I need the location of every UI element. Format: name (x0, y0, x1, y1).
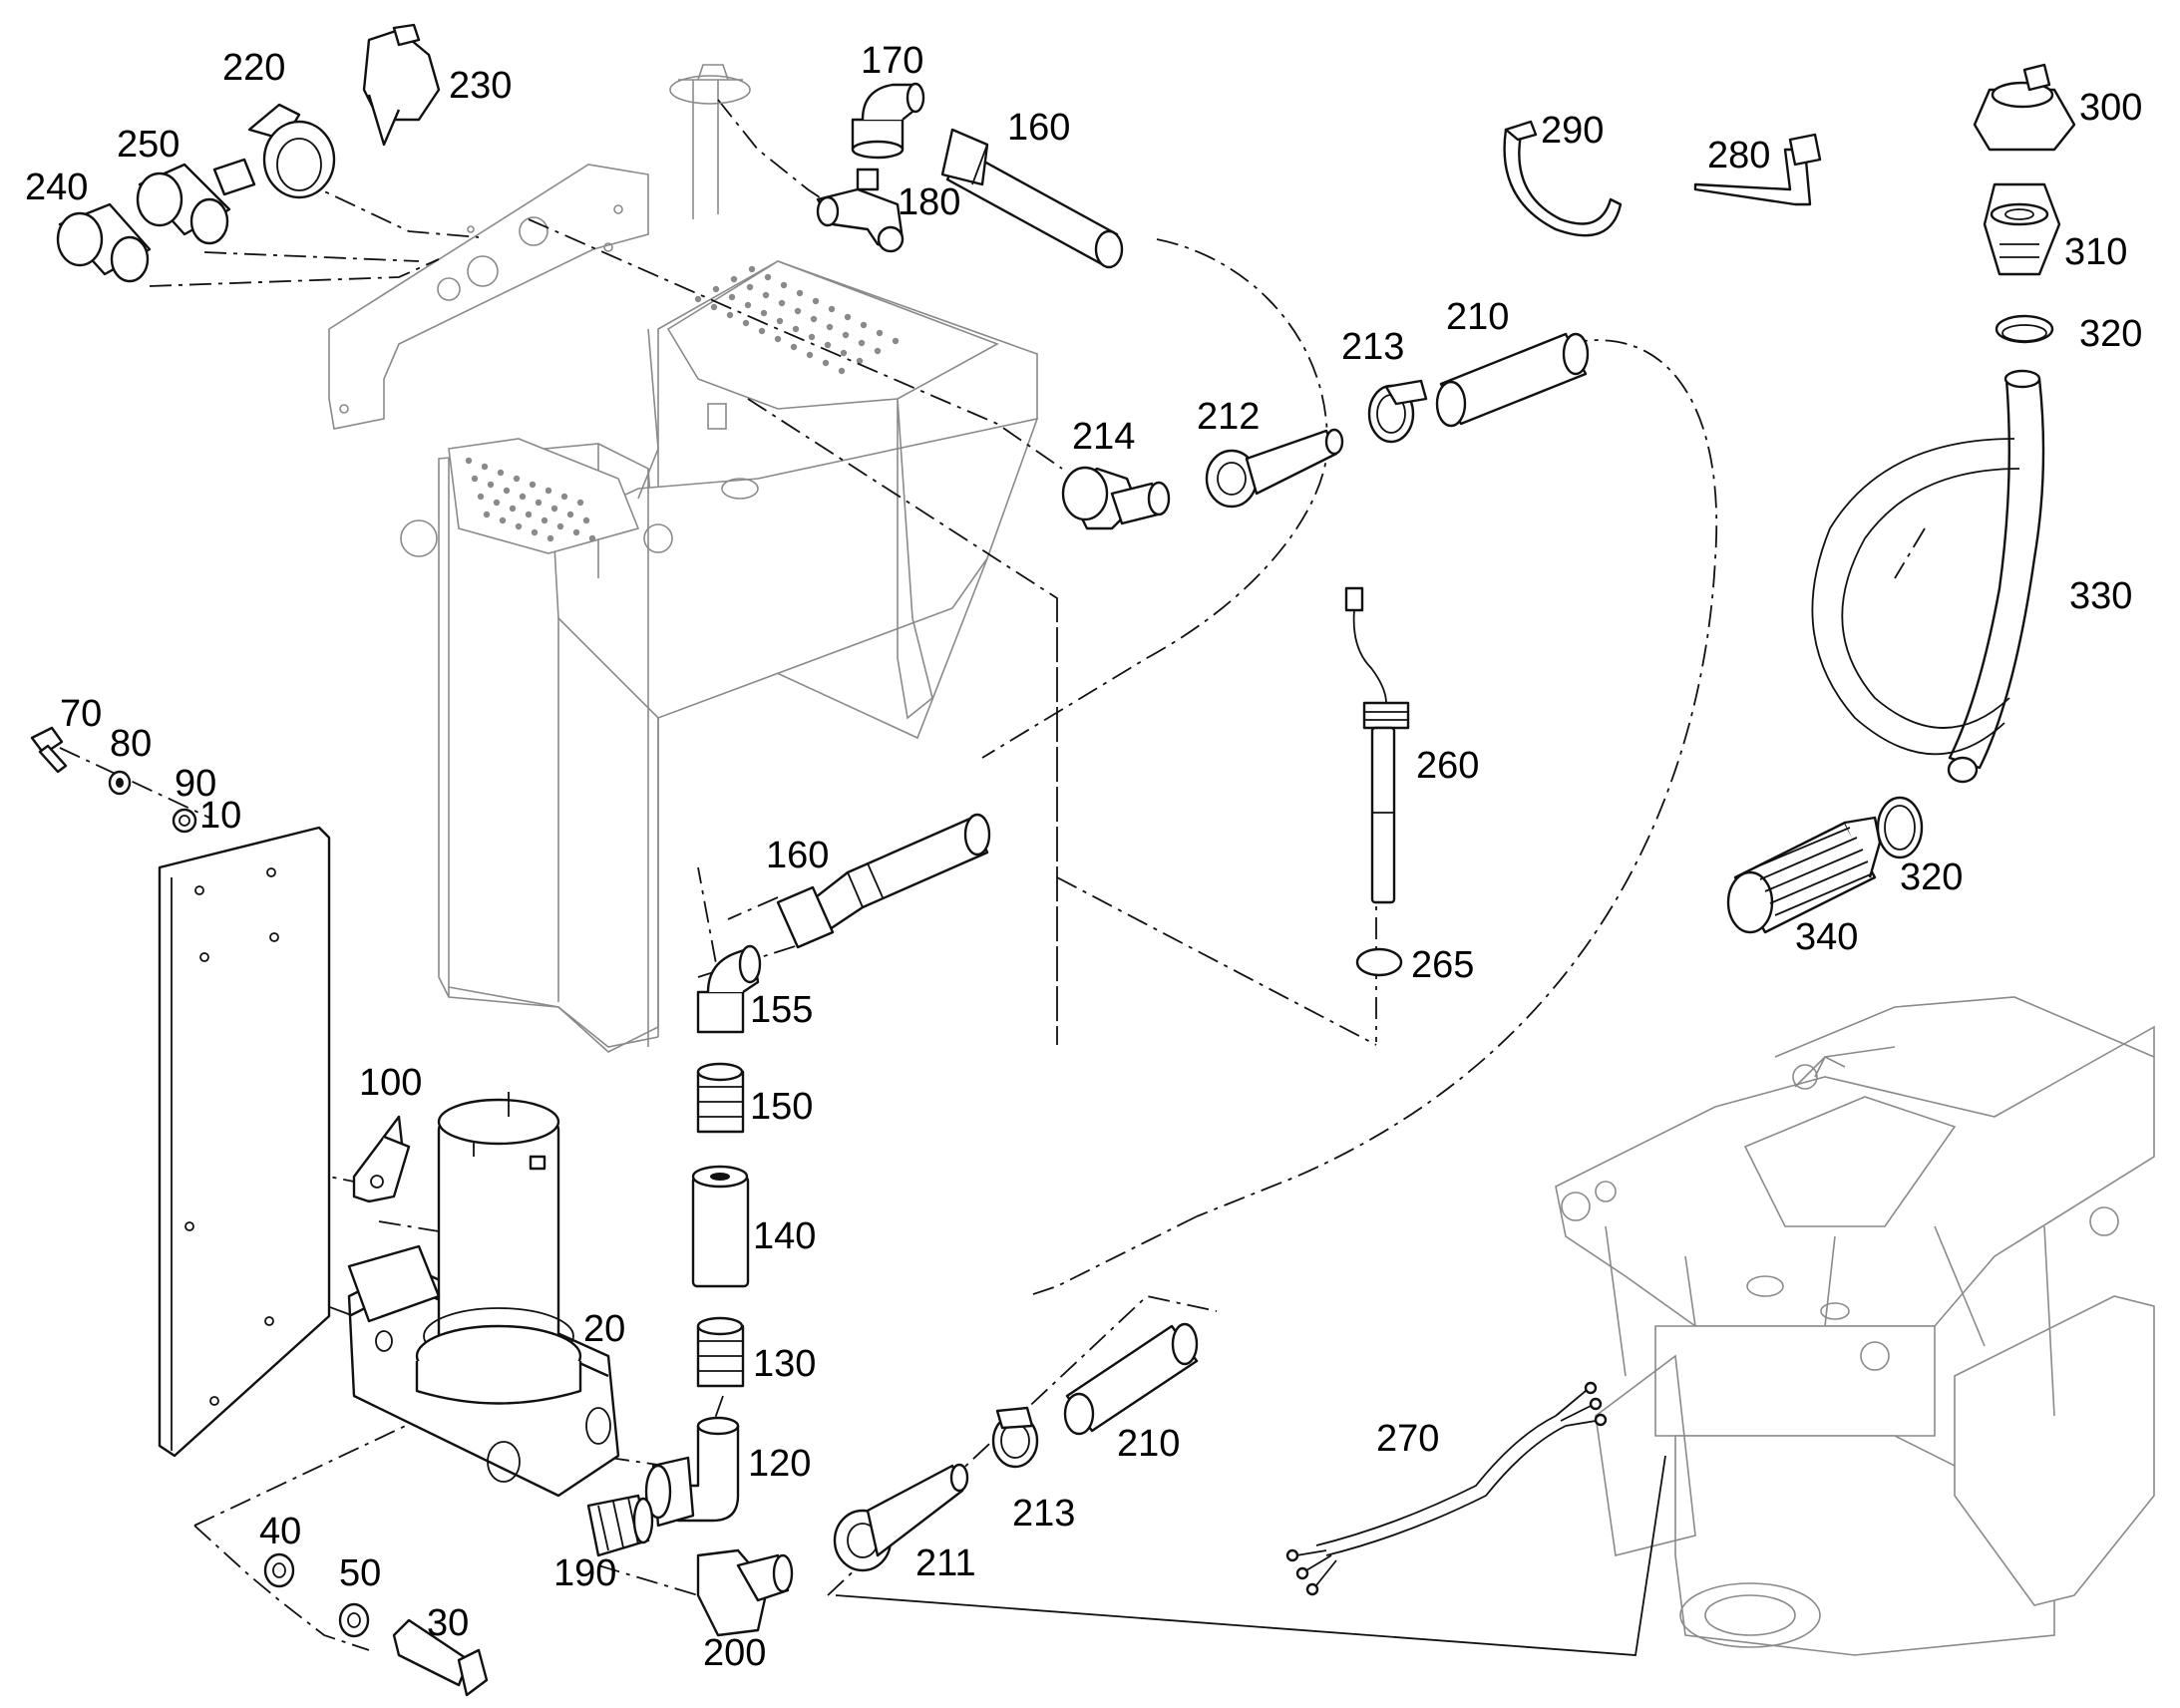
callout-330: 330 (2069, 575, 2132, 617)
bracket-100 (352, 1115, 411, 1203)
callout-155: 155 (750, 989, 813, 1031)
elbow-200 (696, 1548, 794, 1637)
nipple-130 (696, 1316, 745, 1388)
fitting-212 (1205, 428, 1344, 509)
clamp-213-lower (991, 1406, 1039, 1469)
callout-190: 190 (553, 1552, 616, 1594)
callout-214: 214 (1072, 416, 1135, 458)
cap-230 (362, 23, 441, 147)
bolt-30 (392, 1618, 489, 1697)
callout-260: 260 (1416, 745, 1479, 787)
ghost-machine-frame (1555, 996, 2155, 1656)
washer-50 (338, 1602, 370, 1638)
nipple-150 (696, 1062, 745, 1134)
elbow-155 (696, 944, 762, 1034)
callout-250: 250 (117, 124, 180, 166)
mounting-plate (158, 826, 331, 1458)
callout-230: 230 (449, 65, 512, 107)
ghost-tank-assembly (328, 79, 1039, 1053)
elbow-170 (851, 82, 925, 160)
callout-320-upper: 320 (2079, 313, 2142, 355)
callout-180: 180 (898, 181, 960, 223)
elbow-214 (1061, 466, 1171, 530)
strainer-340 (1726, 816, 1882, 934)
sender-head (669, 64, 751, 105)
tee-180 (816, 168, 905, 253)
washer-80 (108, 770, 132, 796)
callout-labels: 10 20 30 40 50 70 80 90 100 120 130 140 … (25, 40, 2142, 1674)
fuel-pump-20 (347, 1092, 620, 1498)
callout-200: 200 (703, 1632, 766, 1674)
washer-40 (263, 1552, 295, 1588)
callout-160-upper: 160 (1007, 107, 1070, 149)
callout-160-lower: 160 (766, 835, 829, 876)
callout-211: 211 (915, 1542, 976, 1584)
callout-320-lower: 320 (1900, 856, 1963, 898)
callout-240: 240 (25, 167, 88, 208)
callout-270: 270 (1376, 1418, 1439, 1460)
screw-70 (30, 726, 68, 774)
ghost-perforations (465, 265, 900, 542)
clamp-213-upper (1367, 379, 1428, 444)
plug-250 (136, 163, 231, 245)
callout-290: 290 (1541, 110, 1604, 152)
callout-150: 150 (750, 1086, 813, 1128)
hose-210-lower (1063, 1322, 1199, 1436)
callout-90: 90 (175, 763, 216, 805)
hose-160-lower (776, 813, 991, 949)
clamp-320-upper (1995, 314, 2054, 344)
hose-330 (1811, 369, 2045, 784)
callout-40: 40 (259, 1511, 301, 1552)
callout-213-lower: 213 (1012, 1493, 1075, 1535)
callout-30: 30 (427, 1602, 469, 1644)
callout-100: 100 (359, 1062, 422, 1104)
callout-80: 80 (110, 723, 152, 765)
callout-50: 50 (339, 1552, 381, 1594)
callout-10: 10 (199, 795, 241, 837)
harness-270 (1285, 1381, 1608, 1596)
sensor-260 (1344, 586, 1410, 904)
nipple-190 (586, 1494, 654, 1557)
assembly-leader-lines (59, 99, 1926, 1656)
bracket-clamp-220 (212, 103, 336, 199)
fitting-211 (833, 1463, 969, 1572)
callout-220: 220 (222, 47, 285, 89)
callout-170: 170 (861, 40, 923, 82)
elbow-120 (644, 1416, 740, 1528)
hose-210-upper (1435, 332, 1590, 428)
callout-120: 120 (748, 1443, 811, 1485)
clamp-320-lower (1876, 796, 1924, 859)
band-290 (1503, 120, 1623, 237)
callout-20: 20 (583, 1308, 625, 1350)
callout-130: 130 (753, 1343, 816, 1385)
filter-140 (691, 1165, 750, 1288)
callout-70: 70 (60, 693, 102, 735)
callout-265: 265 (1411, 944, 1474, 986)
coupling-310 (1983, 182, 2061, 276)
plug-240 (56, 202, 152, 283)
coupling-300 (1973, 63, 2076, 152)
callout-300: 300 (2079, 87, 2142, 129)
callout-310: 310 (2064, 231, 2127, 273)
callout-280: 280 (1707, 135, 1770, 176)
strap-280 (1693, 133, 1822, 206)
callout-210-upper: 210 (1446, 296, 1509, 338)
o-ring-265 (1355, 947, 1403, 977)
callout-140: 140 (753, 1215, 816, 1257)
hose-160-upper (940, 128, 1124, 269)
callout-213-upper: 213 (1341, 326, 1404, 368)
callout-340: 340 (1795, 916, 1858, 958)
callout-212: 212 (1197, 396, 1260, 438)
washer-90 (172, 808, 197, 834)
callout-210-lower: 210 (1117, 1423, 1180, 1465)
